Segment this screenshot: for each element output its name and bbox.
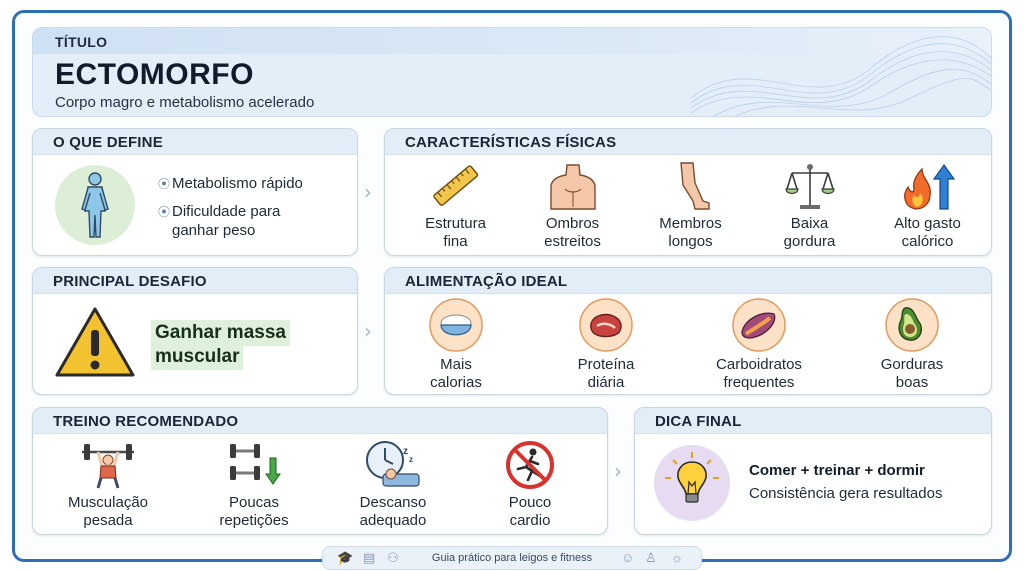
sweet-potato-icon — [732, 298, 786, 352]
title-band — [33, 28, 991, 54]
define-bullet-2-cont: ganhar peso — [172, 222, 256, 239]
person-icon: ♙ — [645, 550, 657, 565]
training-item-heavy: Musculação pesada — [53, 440, 163, 530]
food-panel: ALIMENTAÇÃO IDEAL Mais calorias Proteína… — [384, 267, 992, 395]
svg-text:z: z — [403, 446, 408, 457]
page-title: ECTOMORFO — [55, 58, 254, 91]
pill-icon: ⦿ — [158, 205, 171, 219]
head-icon: ☺ — [621, 550, 635, 565]
food-heading: ALIMENTAÇÃO IDEAL — [385, 268, 991, 294]
scale-icon — [784, 164, 835, 209]
warning-icon — [55, 307, 135, 377]
torso-icon — [549, 164, 596, 210]
footer-text: Guia prático para leigos e fitness — [431, 552, 593, 564]
tip-text-2: Consistência gera resultados — [749, 485, 943, 502]
define-panel: O QUE DEFINE ⦿Metabolismo rápido ⦿Dificu… — [32, 128, 358, 256]
food-item-calories: Mais calorias — [405, 298, 507, 392]
lightbulb-icon — [654, 445, 730, 521]
svg-text:z: z — [409, 455, 413, 464]
tip-text-1: Comer + treinar + dormir — [749, 462, 925, 479]
rice-bowl-icon — [429, 298, 483, 352]
body-figure-icon — [55, 165, 135, 245]
chevron-right-icon: › — [364, 319, 372, 343]
training-panel: TREINO RECOMENDADO Musculação pesada Pou… — [32, 407, 608, 535]
wave-decoration — [691, 36, 991, 116]
graduation-cap-icon: 🎓 — [337, 550, 354, 565]
section-label: TÍTULO — [55, 34, 108, 50]
define-bullet-1: ⦿Metabolismo rápido — [158, 175, 303, 192]
tip-panel: DICA FINAL Comer + treinar + dormir Cons… — [634, 407, 992, 535]
physical-item-fat: Baixa gordura — [757, 161, 862, 251]
people-icon: ⚇ — [387, 550, 399, 565]
page-subtitle: Corpo magro e metabolismo acelerado — [55, 94, 315, 111]
title-banner: TÍTULO ECTOMORFO Corpo magro e metabolis… — [32, 27, 992, 117]
tip-heading: DICA FINAL — [635, 408, 991, 434]
challenge-panel: PRINCIPAL DESAFIO Ganhar massa muscular — [32, 267, 358, 395]
leg-icon — [679, 162, 710, 210]
fire-arrow-icon — [903, 163, 955, 210]
training-heading: TREINO RECOMENDADO — [33, 408, 607, 434]
food-item-carbs: Carboidratos frequentes — [703, 298, 815, 392]
dumbbells-icon — [230, 444, 281, 485]
define-bullet-2: ⦿Dificuldade para — [158, 203, 281, 220]
weightlifter-icon — [82, 444, 134, 489]
sleep-clock-icon: z z — [366, 441, 420, 487]
avocado-icon — [885, 298, 939, 352]
training-item-rest: z z Descanso adequado — [338, 440, 448, 530]
steak-icon — [579, 298, 633, 352]
chevron-right-icon: › — [364, 180, 372, 204]
training-item-reps: Poucas repetições — [199, 440, 309, 530]
food-item-protein: Proteína diária — [555, 298, 657, 392]
challenge-text-2: muscular — [151, 344, 244, 370]
document-icon: ▤ — [363, 550, 376, 565]
pill-icon: ⦿ — [158, 177, 171, 191]
physical-heading: CARACTERÍSTICAS FÍSICAS — [385, 129, 991, 155]
physical-item-caloric: Alto gasto calórico — [875, 161, 980, 251]
training-item-cardio: Pouco cardio — [475, 440, 585, 530]
physical-item-limbs: Membros longos — [638, 161, 743, 251]
lightbulb-small-icon: ☼ — [671, 550, 683, 565]
physical-panel: CARACTERÍSTICAS FÍSICAS Estrutura fina O… — [384, 128, 992, 256]
physical-item-shoulders: Ombros estreitos — [520, 161, 625, 251]
challenge-heading: PRINCIPAL DESAFIO — [33, 268, 357, 294]
ruler-icon — [432, 165, 478, 206]
physical-item-structure: Estrutura fina — [403, 161, 508, 251]
define-heading: O QUE DEFINE — [33, 129, 357, 155]
no-running-icon — [506, 441, 554, 489]
footer-bar: 🎓 ▤ ⚇ Guia prático para leigos e fitness… — [322, 546, 702, 570]
challenge-text-1: Ganhar massa — [151, 320, 290, 346]
food-item-fats: Gorduras boas — [861, 298, 963, 392]
chevron-right-icon: › — [614, 459, 622, 483]
